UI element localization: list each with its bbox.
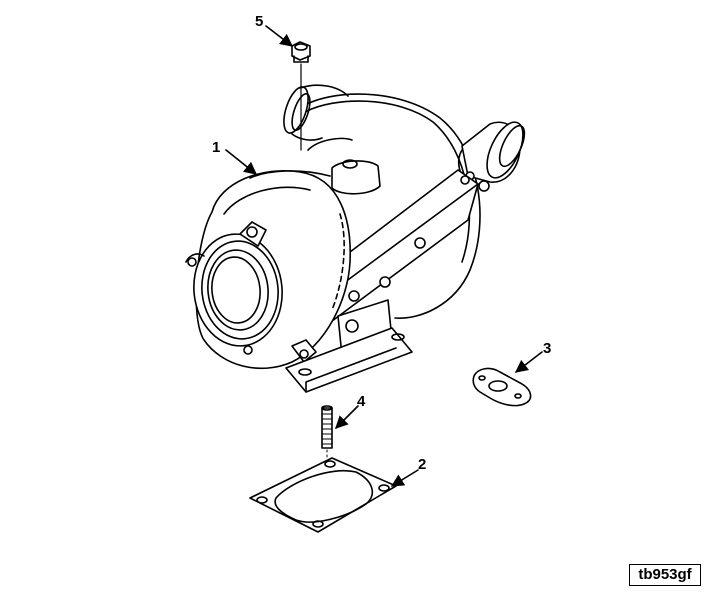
part-2-mounting-gasket	[249, 457, 397, 533]
leader-2	[390, 469, 419, 487]
callout-leaders	[225, 25, 543, 487]
wastegate-actuator	[457, 121, 526, 192]
compressor-housing	[185, 170, 352, 370]
turbine-mounting-flange	[285, 299, 413, 393]
turbine-housing	[283, 84, 481, 319]
callout-2: 2	[418, 456, 426, 473]
part-5-lock-nut	[291, 41, 311, 151]
callout-labels: 1 2 3 4 5	[212, 13, 551, 473]
callout-4: 4	[357, 393, 366, 410]
leader-3	[514, 351, 543, 373]
part-4-stud	[321, 405, 333, 461]
callout-1: 1	[212, 139, 220, 156]
leader-1	[225, 149, 257, 175]
leader-4	[335, 405, 359, 429]
callout-5: 5	[255, 13, 263, 30]
callout-3: 3	[543, 340, 551, 357]
part-3-small-gasket	[472, 367, 532, 407]
leader-5	[265, 25, 294, 47]
figure-code-label: tb953gf	[629, 564, 701, 586]
